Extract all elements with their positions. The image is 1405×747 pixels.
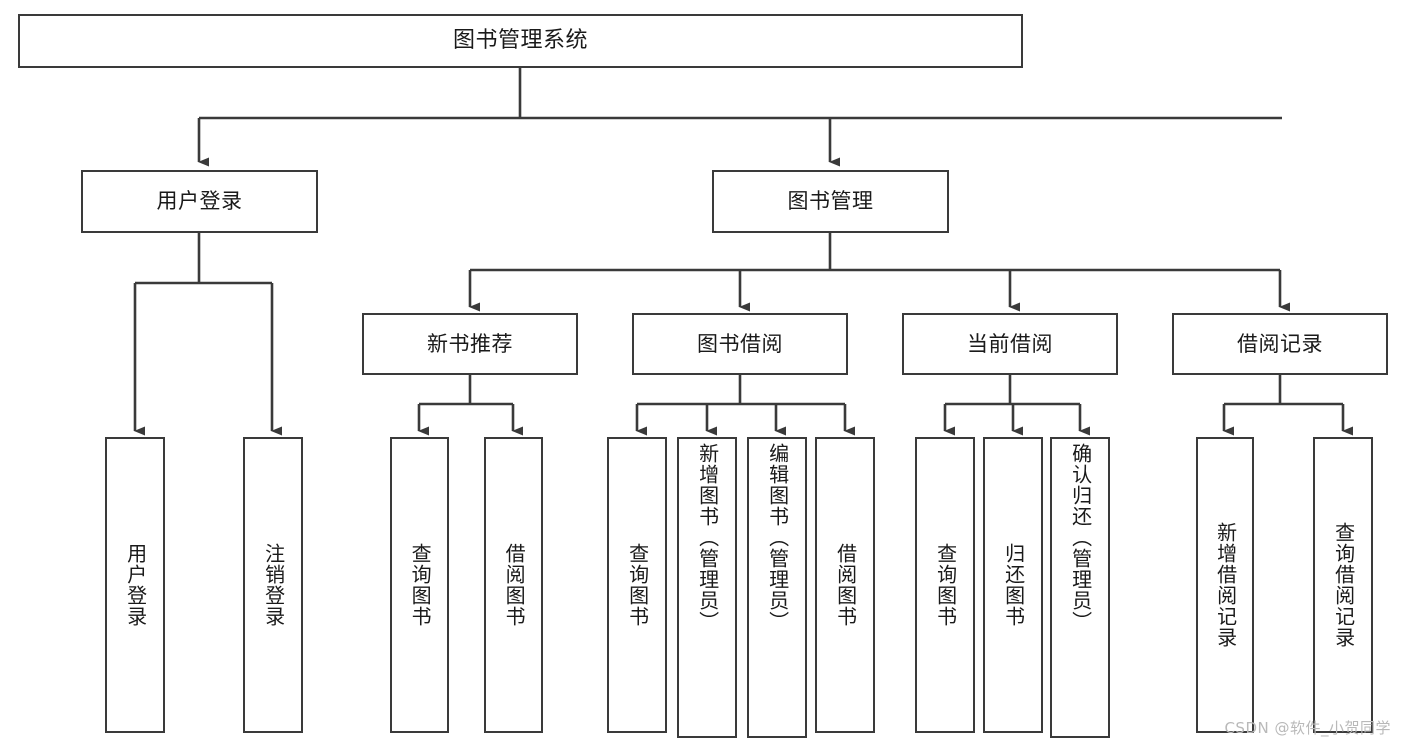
node-leaf-logout[interactable]: 注销登录 [243, 437, 303, 733]
node-label: 查询图书 [933, 543, 958, 627]
node-label: 图书借阅 [697, 331, 783, 356]
node-leaf-add-book-admin[interactable]: 新增图书（管理员） [677, 437, 737, 738]
node-label: 新增借阅记录 [1213, 522, 1238, 648]
node-label: 图书管理系统 [452, 28, 588, 54]
node-leaf-add-borrow-record[interactable]: 新增借阅记录 [1196, 437, 1254, 733]
node-label: 编辑图书（管理员） [765, 443, 790, 632]
node-label: 借阅图书 [502, 543, 527, 627]
node-user-login[interactable]: 用户登录 [81, 170, 318, 233]
node-label: 用户登录 [123, 543, 148, 627]
node-label: 新增图书（管理员） [695, 443, 720, 632]
node-label: 借阅记录 [1237, 331, 1323, 356]
node-root-book-management-system[interactable]: 图书管理系统 [18, 14, 1023, 68]
node-label: 当前借阅 [967, 331, 1053, 356]
node-leaf-query-book-borrow[interactable]: 查询图书 [607, 437, 667, 733]
node-leaf-borrow-book[interactable]: 借阅图书 [815, 437, 875, 733]
node-borrow-record[interactable]: 借阅记录 [1172, 313, 1388, 375]
node-new-book-recommend[interactable]: 新书推荐 [362, 313, 578, 375]
node-label: 图书管理 [787, 189, 874, 214]
node-label: 查询图书 [408, 543, 433, 627]
node-book-management[interactable]: 图书管理 [712, 170, 949, 233]
node-leaf-edit-book-admin[interactable]: 编辑图书（管理员） [747, 437, 807, 738]
node-book-borrow[interactable]: 图书借阅 [632, 313, 848, 375]
node-label: 查询借阅记录 [1331, 522, 1356, 648]
node-label: 归还图书 [1001, 543, 1026, 627]
node-label: 用户登录 [156, 189, 243, 214]
node-leaf-query-book-current[interactable]: 查询图书 [915, 437, 975, 733]
node-leaf-query-borrow-record[interactable]: 查询借阅记录 [1313, 437, 1373, 733]
node-label: 注销登录 [261, 543, 286, 627]
node-label: 新书推荐 [427, 331, 513, 356]
node-label: 确认归还（管理员） [1068, 443, 1093, 632]
node-leaf-return-book[interactable]: 归还图书 [983, 437, 1043, 733]
node-label: 查询图书 [625, 543, 650, 627]
node-leaf-borrow-book-recommend[interactable]: 借阅图书 [484, 437, 543, 733]
node-leaf-query-book-recommend[interactable]: 查询图书 [390, 437, 449, 733]
node-leaf-confirm-return-admin[interactable]: 确认归还（管理员） [1050, 437, 1110, 738]
node-leaf-user-login[interactable]: 用户登录 [105, 437, 165, 733]
node-label: 借阅图书 [833, 543, 858, 627]
node-current-borrow[interactable]: 当前借阅 [902, 313, 1118, 375]
